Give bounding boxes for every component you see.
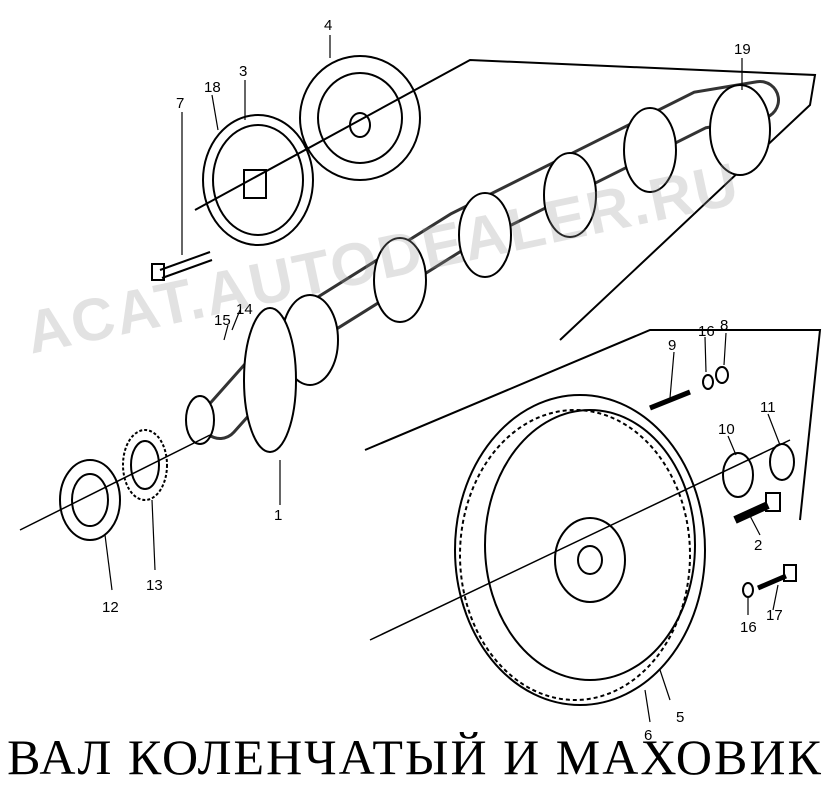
damper-part-3 — [202, 114, 314, 246]
flywheel-plane-outline — [364, 329, 822, 521]
bolt-part-2 — [733, 492, 781, 524]
circlip-part-11 — [769, 443, 795, 481]
callout-11: 11 — [760, 399, 776, 416]
callout-15: 15 — [214, 312, 231, 329]
pin-part-9 — [649, 389, 691, 411]
diagram-title: ВАЛ КОЛЕНЧАТЫЙ И МАХОВИК — [7, 729, 823, 785]
bolt-part-17 — [757, 564, 797, 591]
callout-13: 13 — [146, 577, 163, 594]
gear-part-13 — [122, 429, 168, 501]
crankshaft-part-1 — [185, 80, 780, 453]
callout-4: 4 — [324, 17, 332, 34]
callout-9: 9 — [668, 337, 676, 354]
callout-6: 6 — [644, 727, 652, 744]
callout-12: 12 — [102, 599, 119, 616]
callout-2: 2 — [754, 537, 762, 554]
callout-8: 8 — [720, 317, 728, 334]
bolt-part-7 — [151, 251, 213, 281]
nut-part-8 — [715, 366, 729, 384]
callout-17: 17 — [766, 607, 783, 624]
sleeve-part-12 — [59, 459, 121, 541]
callout-14: 14 — [236, 301, 253, 318]
callout-16-upper: 16 — [698, 323, 715, 340]
washer-part-16-upper — [702, 374, 714, 390]
crankshaft-plane-outline — [194, 58, 817, 341]
flywheel-part-5 — [454, 394, 706, 706]
bearing-part-10 — [722, 452, 754, 498]
callout-7: 7 — [176, 95, 184, 112]
callout-3: 3 — [239, 63, 247, 80]
callout-1: 1 — [274, 507, 282, 524]
pulley-part-4 — [299, 55, 421, 181]
callout-16-lower: 16 — [740, 619, 757, 636]
callout-19: 19 — [734, 41, 751, 58]
callout-18: 18 — [204, 79, 221, 96]
callout-5: 5 — [676, 709, 684, 726]
callout-10: 10 — [718, 421, 735, 438]
washer-part-16-lower — [742, 582, 754, 598]
